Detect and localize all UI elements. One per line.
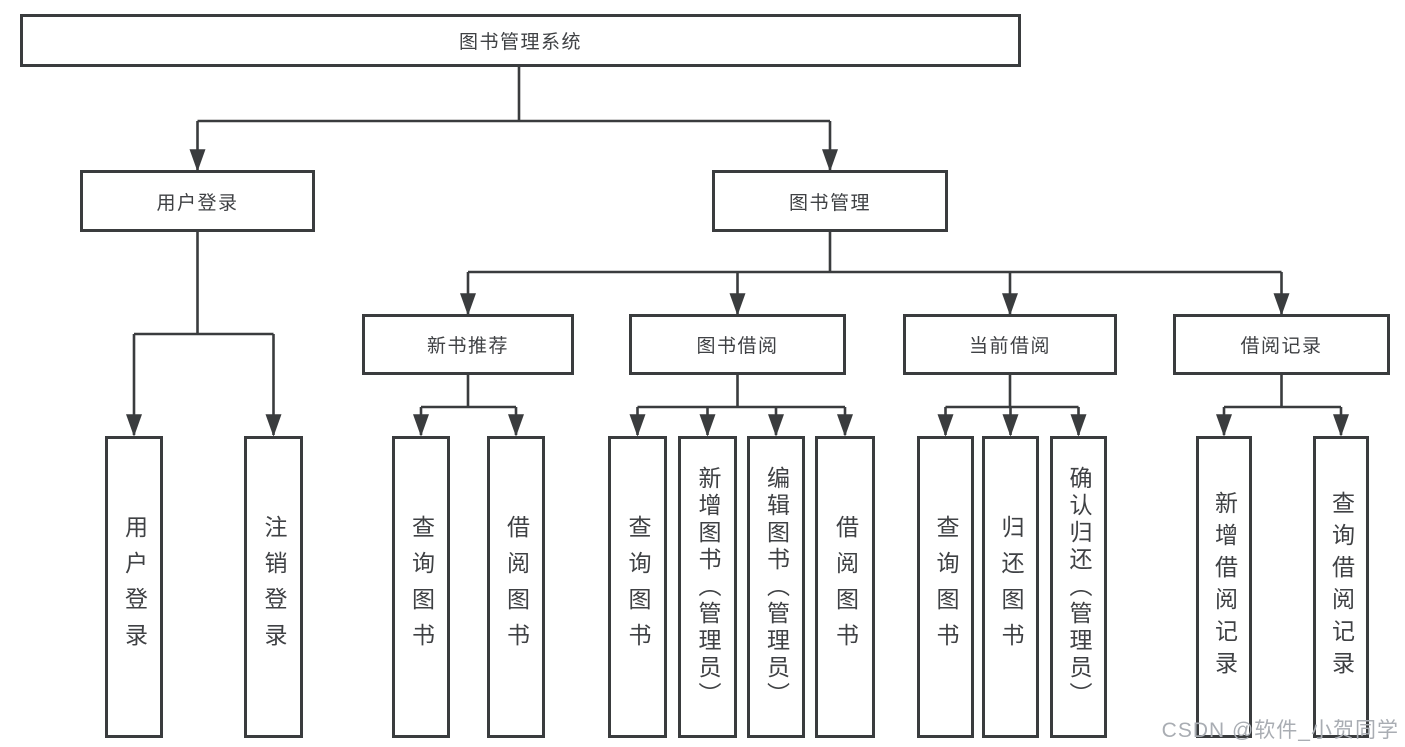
node-root: 图书管理系统	[20, 14, 1021, 67]
node-new-book-recommend-label: 新书推荐	[426, 336, 509, 357]
leaf-query-books-current: 查询图书	[917, 436, 974, 738]
leaf-return-books-label: 归还图书	[998, 515, 1024, 659]
node-borrowing-records: 借阅记录	[1173, 314, 1390, 375]
node-book-borrowing-label: 图书借阅	[696, 336, 779, 357]
leaf-borrow-books-borrowing-label: 借阅图书	[832, 515, 859, 659]
csdn-watermark: CSDN @软件_小贺同学	[1161, 719, 1399, 742]
node-root-label: 图书管理系统	[458, 32, 582, 53]
leaf-borrow-books-recommend-label: 借阅图书	[503, 515, 530, 659]
leaf-query-books-recommend: 查询图书	[392, 436, 450, 738]
leaf-borrow-books-borrowing: 借阅图书	[815, 436, 875, 738]
leaf-query-borrow-record-label: 查询借阅记录	[1328, 491, 1355, 683]
leaf-logout-action-label: 注销登录	[261, 515, 287, 659]
node-book-management-label: 图书管理	[788, 192, 871, 214]
leaf-add-books-admin-label: 新增图书（管理员）	[695, 465, 721, 709]
leaf-query-books-current-label: 查询图书	[933, 515, 959, 659]
node-user-login-label: 用户登录	[156, 192, 239, 214]
leaf-user-login-action: 用户登录	[105, 436, 163, 738]
node-new-book-recommend: 新书推荐	[362, 314, 574, 375]
node-borrowing-records-label: 借阅记录	[1240, 336, 1323, 357]
node-book-management: 图书管理	[712, 170, 948, 232]
leaf-return-books: 归还图书	[982, 436, 1039, 738]
node-book-borrowing: 图书借阅	[629, 314, 846, 375]
leaf-user-login-action-label: 用户登录	[121, 515, 148, 659]
leaf-confirm-return-admin-label: 确认归还（管理员）	[1066, 465, 1092, 709]
node-current-borrowing-label: 当前借阅	[968, 336, 1051, 357]
leaf-add-borrow-record: 新增借阅记录	[1196, 436, 1252, 738]
leaf-logout-action: 注销登录	[244, 436, 303, 738]
leaf-add-borrow-record-label: 新增借阅记录	[1211, 491, 1238, 683]
leaf-query-borrow-record: 查询借阅记录	[1313, 436, 1369, 738]
leaf-borrow-books-recommend: 借阅图书	[487, 436, 545, 738]
node-user-login: 用户登录	[80, 170, 315, 232]
leaf-query-books-borrowing: 查询图书	[608, 436, 667, 738]
leaf-edit-books-admin: 编辑图书（管理员）	[747, 436, 805, 738]
node-current-borrowing: 当前借阅	[903, 314, 1117, 375]
leaf-query-books-recommend-label: 查询图书	[408, 515, 435, 659]
leaf-add-books-admin: 新增图书（管理员）	[678, 436, 737, 738]
leaf-edit-books-admin-label: 编辑图书（管理员）	[763, 465, 790, 709]
leaf-query-books-borrowing-label: 查询图书	[625, 515, 651, 659]
leaf-confirm-return-admin: 确认归还（管理员）	[1050, 436, 1107, 738]
